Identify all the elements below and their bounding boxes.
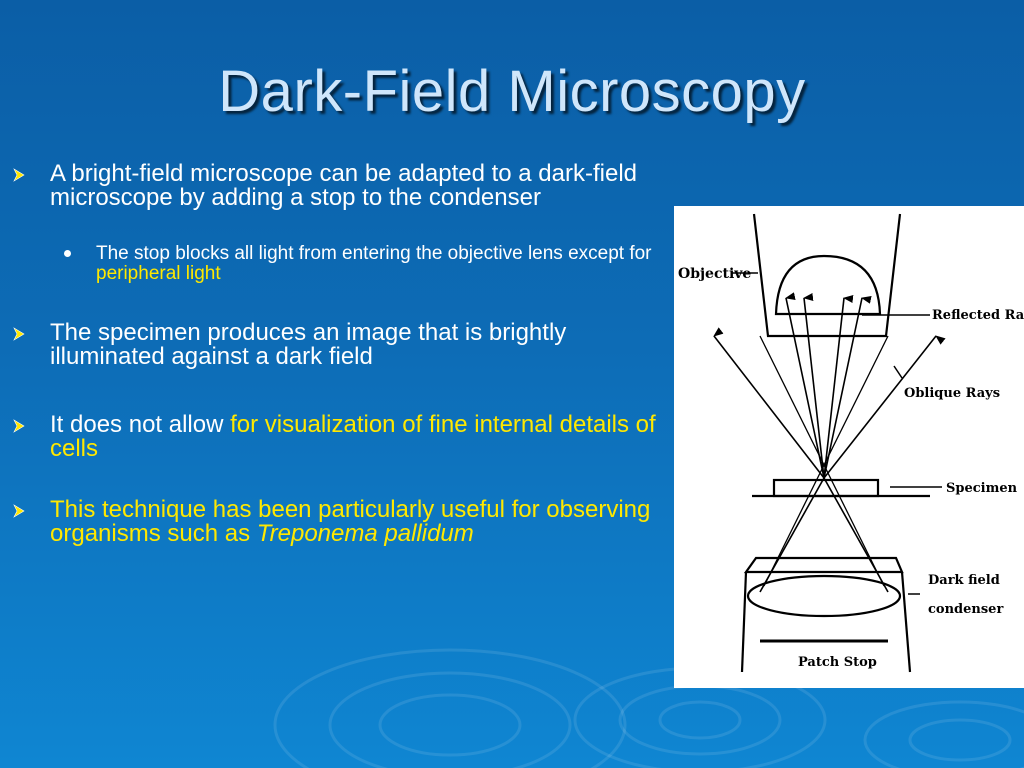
label-condenser: condenser [928, 602, 1003, 617]
label-patch-stop: Patch Stop [798, 655, 877, 670]
bullet-item-3: It does not allow for visualization of f… [12, 413, 672, 461]
diagram-svg: Objective Reflected Rays Oblique Rays Sp… [678, 213, 1024, 673]
arrow-bullet-icon [13, 168, 25, 182]
sub-bullet-item-1: The stop blocks all light from entering … [12, 244, 672, 284]
condenser-housing [743, 556, 904, 574]
slide-title: Dark-Field Microscopy [218, 59, 806, 124]
label-reflected-rays: Reflected Rays [932, 308, 1024, 323]
objective-lens [774, 254, 882, 316]
bullet-list: A bright-field microscope can be adapted… [12, 162, 672, 546]
bullet-item-4: This technique has been particularly use… [12, 498, 672, 546]
organism-name: Treponema pallidum [256, 520, 474, 547]
sub-bullet-text: The stop blocks all light from entering … [96, 243, 652, 264]
dark-field-diagram: Objective Reflected Rays Oblique Rays Sp… [674, 206, 1024, 688]
bullet-highlight: This technique has been particularly use… [50, 496, 651, 547]
label-objective: Objective [678, 266, 751, 282]
arrow-bullet-icon [13, 327, 25, 341]
arrow-bullet-icon [13, 504, 25, 518]
objective-housing [752, 213, 902, 338]
sub-bullet-highlight: peripheral light [96, 263, 221, 284]
bullet-item-1: A bright-field microscope can be adapted… [12, 162, 672, 210]
bullet-text: A bright-field microscope can be adapted… [50, 160, 638, 211]
label-specimen: Specimen [946, 481, 1018, 496]
bullet-item-2: The specimen produces an image that is b… [12, 321, 672, 369]
bullet-highlight: for visualization of fine internal detai… [50, 411, 656, 462]
dot-bullet-icon [64, 250, 71, 257]
bullet-text: The specimen produces an image that is b… [50, 319, 567, 370]
arrow-bullet-icon [13, 419, 25, 433]
bullet-text: It does not allow [50, 411, 231, 438]
condenser-lens [746, 574, 902, 618]
label-oblique-rays: Oblique Rays [904, 386, 1000, 401]
label-dark-field: Dark field [928, 573, 1000, 588]
